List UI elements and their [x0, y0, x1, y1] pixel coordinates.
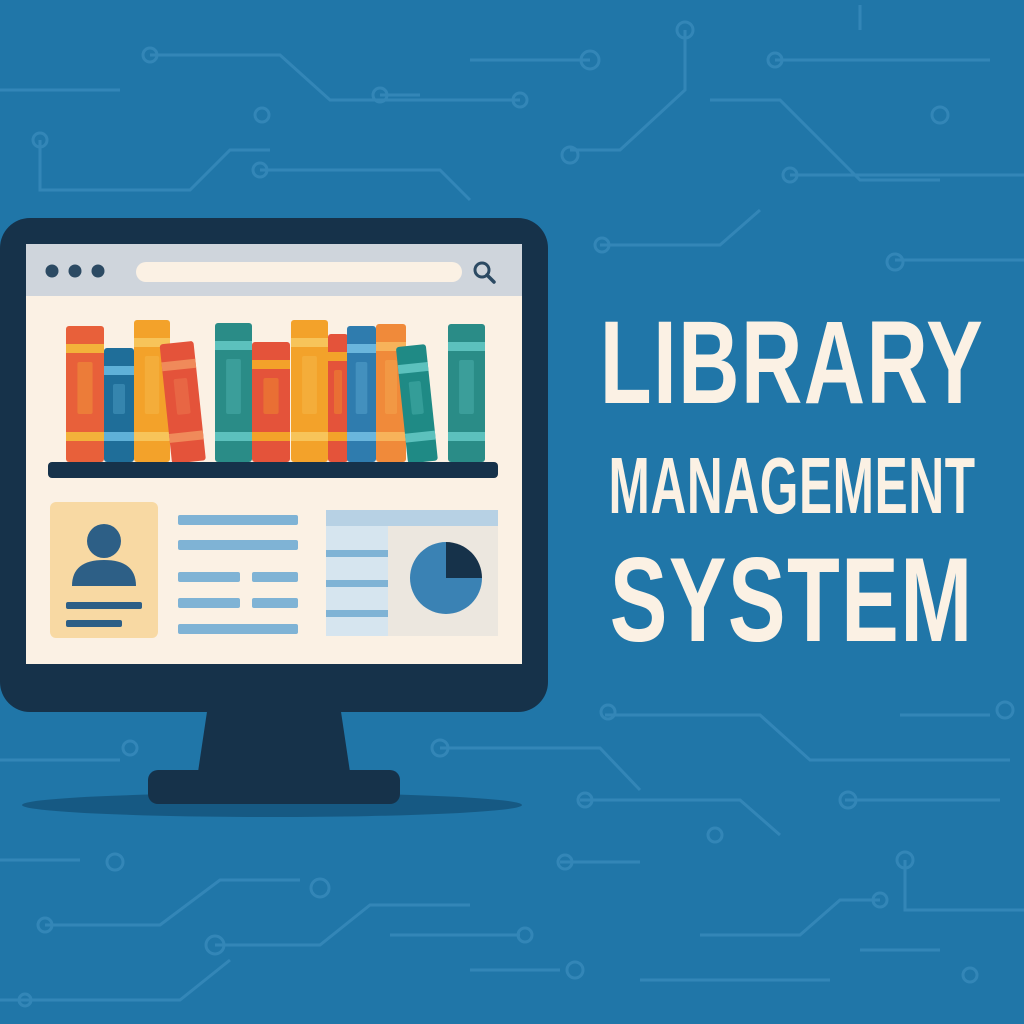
- window-dot-icon[interactable]: [45, 264, 59, 278]
- book-spine[interactable]: [159, 341, 206, 464]
- window-dot-icon[interactable]: [68, 264, 82, 278]
- user-avatar-icon: [72, 524, 136, 586]
- book-spine[interactable]: [347, 326, 376, 462]
- monitor-neck: [198, 705, 350, 772]
- book-spine[interactable]: [252, 342, 290, 462]
- monitor-base: [148, 770, 400, 804]
- title-line-library: LIBRARY: [599, 297, 985, 429]
- details-list: [178, 515, 298, 634]
- pie-chart-icon: [410, 542, 482, 614]
- book-spine[interactable]: [396, 344, 438, 464]
- book-spine[interactable]: [291, 320, 328, 462]
- bookshelf: [66, 320, 485, 464]
- title-line-management: MANAGEMENT: [608, 441, 976, 530]
- stats-rows: [326, 550, 388, 617]
- pie-slice: [446, 542, 482, 578]
- title-line-system: SYSTEM: [610, 533, 974, 667]
- stats-panel-header: [326, 510, 498, 526]
- search-icon[interactable]: [473, 261, 496, 284]
- book-spine[interactable]: [448, 324, 485, 462]
- title-block: LIBRARY MANAGEMENT SYSTEM: [560, 300, 1024, 660]
- book-spine[interactable]: [66, 326, 104, 462]
- window-dot-icon[interactable]: [91, 264, 105, 278]
- profile-line: [66, 602, 142, 609]
- book-spine[interactable]: [104, 348, 134, 462]
- shelf-board: [48, 462, 498, 478]
- book-spine[interactable]: [328, 334, 348, 462]
- profile-line: [66, 620, 122, 627]
- address-bar[interactable]: [136, 262, 462, 282]
- book-spine[interactable]: [215, 323, 252, 462]
